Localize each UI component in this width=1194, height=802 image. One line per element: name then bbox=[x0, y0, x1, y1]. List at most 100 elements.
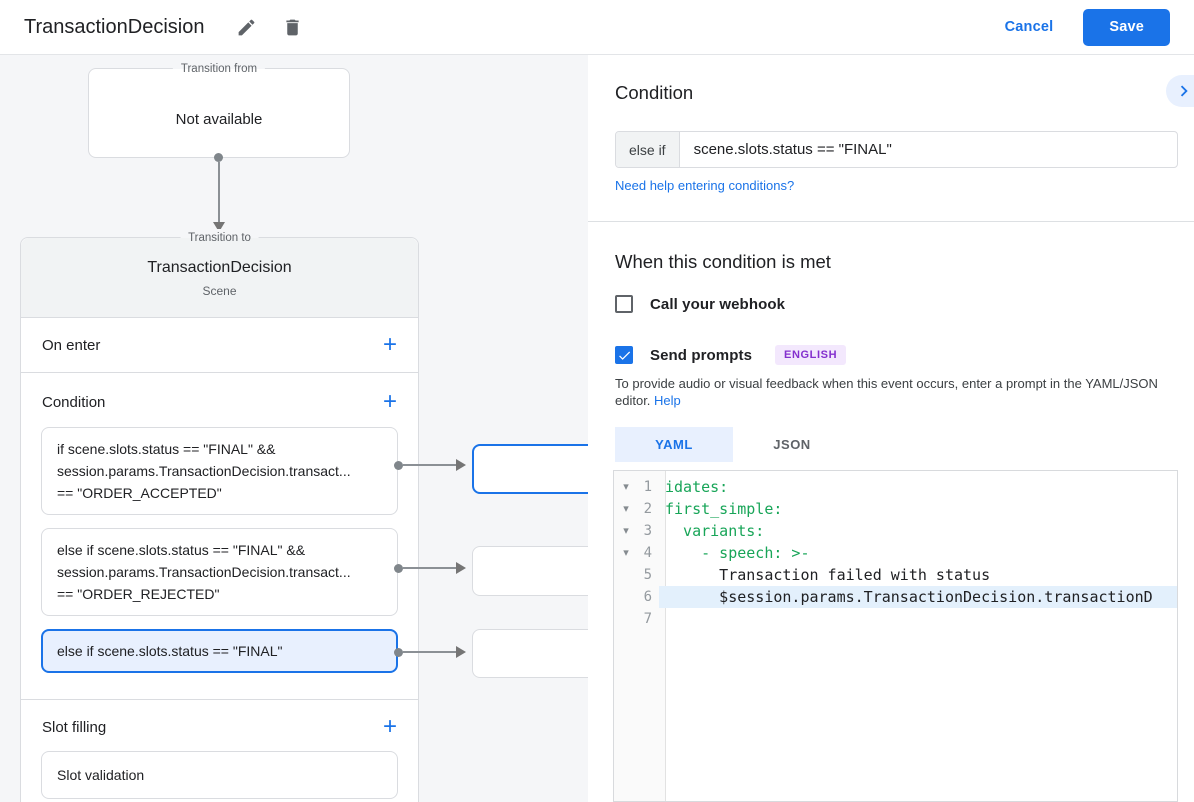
editor-line: ▾ 2 first_simple: bbox=[614, 498, 1177, 520]
webhook-label: Call your webhook bbox=[650, 295, 786, 313]
page-title: TransactionDecision bbox=[24, 15, 205, 38]
line-number: 6 bbox=[643, 589, 652, 605]
line-number: 4 bbox=[643, 545, 652, 561]
add-on-enter-button[interactable]: + bbox=[382, 331, 397, 358]
yaml-editor[interactable]: ▾ 1 idates: ▾ 2 first_simple: ▾ 3 varian… bbox=[613, 470, 1178, 802]
collapse-panel-button[interactable] bbox=[1166, 75, 1194, 107]
condition-text: session.params.TransactionDecision.trans… bbox=[57, 564, 351, 580]
connector-arrowhead-icon bbox=[456, 459, 466, 471]
editor-line: ▾ 3 variants: bbox=[614, 520, 1177, 542]
transition-from-value: Not available bbox=[175, 111, 263, 128]
fold-spacer bbox=[614, 608, 638, 630]
code-text bbox=[659, 608, 1177, 630]
line-number: 2 bbox=[643, 501, 652, 517]
scene-header[interactable]: TransactionDecision Scene bbox=[21, 238, 418, 318]
edit-scene-button[interactable] bbox=[230, 11, 262, 43]
editor-line: ▾ 4 - speech: >- bbox=[614, 542, 1177, 564]
fold-spacer bbox=[614, 586, 638, 608]
connector-dot bbox=[394, 461, 403, 470]
send-prompts-checkbox[interactable] bbox=[615, 346, 633, 364]
line-number: 7 bbox=[643, 611, 652, 627]
fold-arrow-icon[interactable]: ▾ bbox=[623, 525, 629, 537]
condition-section: Condition + if scene.slots.status == "FI… bbox=[21, 373, 418, 700]
prompt-hint: To provide audio or visual feedback when… bbox=[615, 376, 1175, 409]
connector-dot bbox=[394, 564, 403, 573]
connector-line bbox=[218, 162, 220, 222]
when-condition-met-title: When this condition is met bbox=[615, 251, 831, 272]
code-text: variants: bbox=[665, 522, 765, 540]
connector-arrowhead-icon bbox=[456, 646, 466, 658]
save-button[interactable]: Save bbox=[1083, 8, 1170, 46]
slot-filling-section: Slot filling + Slot validation bbox=[21, 700, 418, 802]
tab-json[interactable]: JSON bbox=[733, 427, 851, 462]
connector-arrowhead-icon bbox=[213, 222, 225, 232]
condition-input[interactable]: else if scene.slots.status == "FINAL" bbox=[615, 131, 1178, 168]
fold-arrow-icon[interactable]: ▾ bbox=[623, 547, 629, 559]
condition-card-order-accepted[interactable]: if scene.slots.status == "FINAL" && sess… bbox=[41, 427, 398, 515]
webhook-checkbox-row[interactable]: Call your webhook bbox=[615, 295, 785, 313]
transition-target-box-3[interactable] bbox=[472, 629, 588, 678]
line-number: 5 bbox=[643, 567, 652, 583]
fold-spacer bbox=[614, 564, 638, 586]
editor-line: 5 Transaction failed with status bbox=[614, 564, 1177, 586]
condition-text: == "ORDER_REJECTED" bbox=[57, 586, 220, 602]
scene-title: TransactionDecision bbox=[147, 259, 292, 276]
code-text: Transaction failed with status bbox=[665, 566, 991, 584]
on-enter-label: On enter bbox=[42, 336, 101, 354]
condition-card-order-rejected[interactable]: else if scene.slots.status == "FINAL" &&… bbox=[41, 528, 398, 616]
conditions-help-link[interactable]: Need help entering conditions? bbox=[615, 178, 795, 193]
condition-text: == "ORDER_ACCEPTED" bbox=[57, 485, 222, 501]
add-slot-button[interactable]: + bbox=[382, 713, 397, 740]
connector-arrowhead-icon bbox=[456, 562, 466, 574]
condition-prefix: else if bbox=[616, 132, 680, 167]
scene-diagram-canvas: Transition from Not available Transition… bbox=[0, 55, 588, 802]
code-text: $session.params.TransactionDecision.tran… bbox=[659, 586, 1177, 608]
condition-value: scene.slots.status == "FINAL" bbox=[693, 141, 892, 158]
code-text: idates: bbox=[665, 478, 729, 496]
line-number: 3 bbox=[643, 523, 652, 539]
chevron-right-icon bbox=[1180, 85, 1188, 97]
fold-arrow-icon[interactable]: ▾ bbox=[623, 481, 629, 493]
editor-gutter bbox=[614, 471, 666, 801]
transition-target-box-2[interactable] bbox=[472, 546, 588, 596]
editor-line-highlighted: 6 $session.params.TransactionDecision.tr… bbox=[614, 586, 1177, 608]
transition-from-box[interactable]: Transition from Not available bbox=[88, 60, 350, 158]
send-prompts-label: Send prompts bbox=[650, 346, 753, 364]
tab-yaml[interactable]: YAML bbox=[615, 427, 733, 462]
scene-subtitle: Scene bbox=[202, 284, 237, 298]
connector-line bbox=[403, 567, 456, 569]
hint-help-link[interactable]: Help bbox=[654, 392, 681, 408]
transition-to-legend: Transition to bbox=[180, 229, 259, 247]
pencil-icon bbox=[238, 19, 255, 35]
condition-detail-panel: Condition else if scene.slots.status == … bbox=[588, 55, 1194, 802]
transition-from-legend: Transition from bbox=[172, 60, 266, 78]
code-text: first_simple: bbox=[665, 500, 783, 518]
panel-title: Condition bbox=[615, 82, 694, 103]
editor-line: ▾ 1 idates: bbox=[614, 476, 1177, 498]
delete-scene-button[interactable] bbox=[276, 11, 308, 43]
condition-text: if scene.slots.status == "FINAL" && bbox=[57, 441, 276, 457]
condition-card-selected[interactable]: else if scene.slots.status == "FINAL" bbox=[41, 629, 398, 673]
cancel-button[interactable]: Cancel bbox=[1004, 19, 1054, 35]
connector-dot bbox=[394, 648, 403, 657]
webhook-checkbox[interactable] bbox=[615, 295, 633, 313]
transition-to-card: Transition to TransactionDecision Scene … bbox=[20, 229, 419, 802]
condition-section-label: Condition bbox=[42, 393, 106, 411]
connector-line bbox=[403, 464, 456, 466]
fold-arrow-icon[interactable]: ▾ bbox=[623, 503, 629, 515]
trash-icon bbox=[286, 19, 299, 35]
editor-tabs: YAML JSON bbox=[615, 427, 851, 462]
condition-text: else if scene.slots.status == "FINAL" bbox=[57, 643, 283, 659]
add-condition-button[interactable]: + bbox=[382, 388, 397, 415]
line-number: 1 bbox=[643, 479, 652, 495]
language-badge: ENGLISH bbox=[775, 345, 847, 365]
code-text: - speech: >- bbox=[665, 544, 810, 562]
on-enter-section[interactable]: On enter + bbox=[21, 318, 418, 373]
slot-validation-card[interactable]: Slot validation bbox=[41, 751, 398, 799]
transition-target-box-1[interactable] bbox=[472, 444, 588, 494]
send-prompts-checkbox-row[interactable]: Send prompts ENGLISH bbox=[615, 345, 847, 365]
divider bbox=[588, 221, 1194, 222]
prompt-hint-text: To provide audio or visual feedback when… bbox=[615, 376, 1158, 408]
condition-text: session.params.TransactionDecision.trans… bbox=[57, 463, 351, 479]
checkmark-icon bbox=[618, 351, 630, 360]
